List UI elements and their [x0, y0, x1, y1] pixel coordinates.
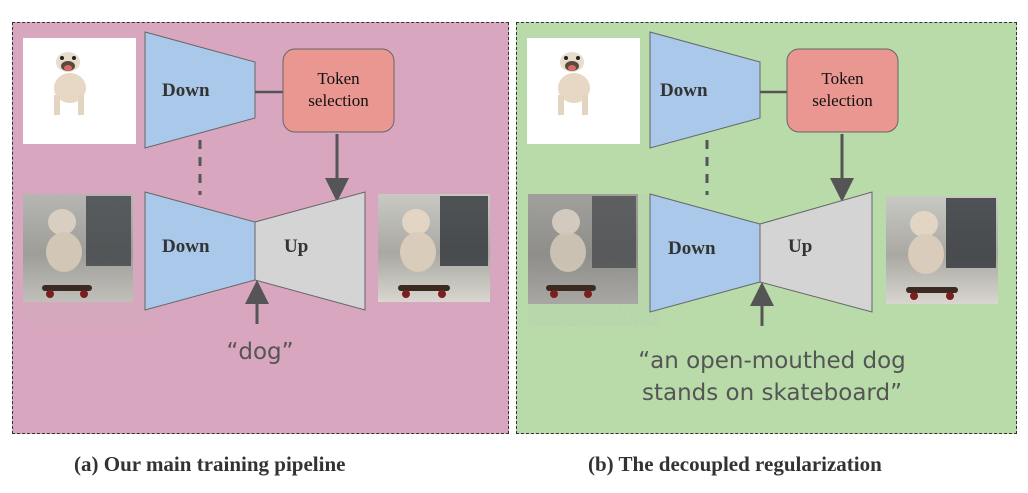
- panel-a-graphics: [23, 31, 490, 324]
- down-label: Down: [668, 238, 716, 259]
- dog-figure: [54, 52, 86, 115]
- panel-b-graphics: [527, 31, 998, 326]
- noisy-input-image: [528, 194, 638, 304]
- noisy-input-image: [23, 194, 133, 302]
- up-label: Up: [788, 236, 813, 257]
- down-label: Down: [162, 236, 210, 257]
- dog-figure: [558, 52, 590, 115]
- unet-up-block: [254, 191, 366, 311]
- token-selection-label: Token selection: [812, 69, 873, 110]
- token-selection-block: [282, 48, 395, 133]
- unet-up-block: [759, 191, 873, 313]
- output-image: [378, 194, 490, 302]
- up-label: Up: [284, 236, 309, 257]
- down-label-top: Down: [660, 80, 708, 101]
- down-label-top: Down: [162, 80, 210, 101]
- text-prompt: “dog”: [226, 339, 294, 365]
- caption-a: (a) Our main training pipeline: [74, 452, 346, 476]
- text-prompt: “an open-mouthed dog stands on skateboar…: [638, 348, 906, 406]
- encoder-down-block-top: [144, 31, 256, 149]
- token-selection-label: Token selection: [308, 69, 369, 110]
- token-selection-block: [786, 48, 899, 133]
- output-image: [886, 196, 998, 304]
- caption-b: (b) The decoupled regularization: [588, 452, 882, 476]
- encoder-down-block-top: [649, 31, 761, 149]
